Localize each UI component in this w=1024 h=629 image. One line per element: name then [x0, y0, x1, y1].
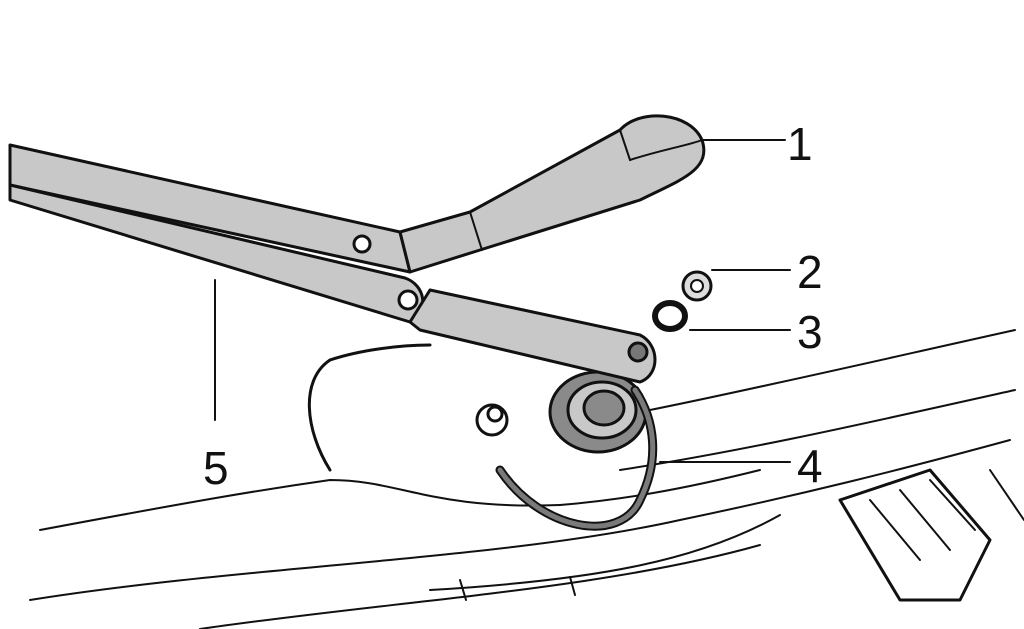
leader-lines [214, 139, 791, 463]
car-body-outline [29, 329, 1024, 629]
callout-2: 2 [797, 246, 823, 298]
callout-3: 3 [797, 306, 823, 358]
callout-4: 4 [797, 440, 823, 492]
washer [652, 300, 688, 332]
wiper-arm [8, 143, 425, 324]
nut [681, 270, 713, 302]
wiper-arm-cap [398, 114, 706, 274]
wiper-arm-lower-segment [408, 288, 657, 384]
callout-1: 1 [787, 118, 813, 170]
wiper-spindle-base [475, 370, 648, 454]
callout-5: 5 [203, 442, 229, 494]
